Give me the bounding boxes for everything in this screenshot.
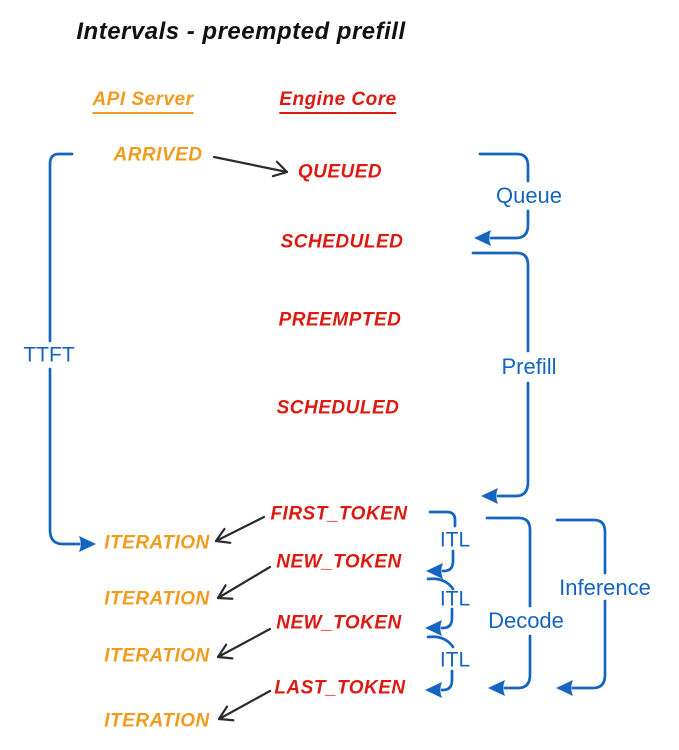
itl1-bracket-top	[428, 510, 457, 528]
inference-bracket-top	[555, 518, 607, 575]
event-scheduled-1: SCHEDULED	[280, 231, 404, 253]
interval-label-queue: Queue	[495, 183, 563, 208]
interval-label-itl-1: ITL	[439, 528, 471, 552]
decode-bracket-top	[485, 516, 532, 608]
event-queued: QUEUED	[297, 161, 383, 183]
event-iteration-4: ITERATION	[104, 710, 210, 732]
arrow-new-token1-to-iteration	[216, 565, 272, 600]
column-header-api-server: API Server	[92, 90, 194, 114]
ttft-bracket-bottom-arrow	[48, 367, 96, 552]
arrow-last-token-to-iteration	[217, 689, 272, 722]
prefill-bracket-bottom-arrow	[481, 381, 530, 504]
event-iteration-1: ITERATION	[104, 532, 210, 554]
itl3-bracket-bottom-arrow	[425, 669, 454, 698]
queue-bracket-top	[478, 152, 530, 183]
arrow-arrived-to-queued	[212, 155, 289, 178]
event-new-token-2: NEW_TOKEN	[276, 612, 402, 634]
queue-bracket-bottom-arrow	[474, 209, 530, 246]
event-new-token-1: NEW_TOKEN	[276, 551, 402, 573]
event-scheduled-2: SCHEDULED	[276, 397, 400, 419]
interval-label-ttft: TTFT	[23, 343, 75, 367]
event-preempted: PREEMPTED	[278, 309, 402, 331]
event-last-token: LAST_TOKEN	[274, 677, 406, 699]
decode-bracket-bottom-arrow	[488, 634, 532, 696]
prefill-bracket-top	[471, 251, 530, 353]
interval-label-inference: Inference	[559, 575, 651, 600]
itl1-bracket-bottom-arrow	[426, 549, 455, 579]
interval-label-itl-2: ITL	[439, 587, 471, 611]
event-first-token: FIRST_TOKEN	[270, 503, 408, 525]
page-title: Intervals - preempted prefill	[76, 18, 406, 45]
itl2-bracket-bottom-arrow	[425, 607, 454, 636]
interval-label-decode: Decode	[488, 608, 564, 633]
ttft-bracket-top	[48, 152, 74, 343]
interval-label-prefill: Prefill	[501, 354, 557, 379]
itl3-bracket-top	[426, 635, 455, 649]
arrow-new-token2-to-iteration	[216, 627, 272, 660]
itl2-bracket-top	[426, 577, 455, 591]
column-header-engine-core: Engine Core	[279, 90, 397, 114]
event-arrived: ARRIVED	[113, 144, 203, 166]
inference-bracket-bottom-arrow	[556, 599, 607, 696]
interval-label-itl-3: ITL	[439, 648, 471, 672]
event-iteration-3: ITERATION	[104, 645, 210, 667]
arrow-first-token-to-iteration	[214, 515, 266, 544]
event-iteration-2: ITERATION	[104, 588, 210, 610]
